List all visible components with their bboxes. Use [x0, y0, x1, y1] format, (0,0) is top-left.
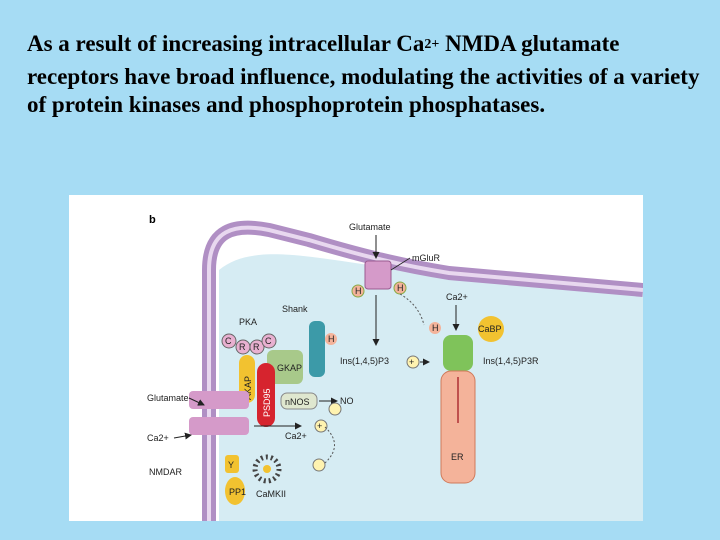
- panel-letter: b: [149, 214, 156, 226]
- slide-body-text: As a result of increasing intracellular …: [27, 30, 707, 120]
- homer-label-1: H: [355, 286, 362, 296]
- signaling-diagram: b Glutamate mGluR H H Shank H PKA C R R …: [69, 195, 643, 521]
- ip3-left-label: Ins(1,4,5)P3: [340, 356, 389, 366]
- ip3-right-label: Ins(1,4,5)P3R: [483, 356, 539, 366]
- plus-sign-2: +: [317, 421, 322, 431]
- pka-c1: C: [225, 336, 232, 346]
- homer-label-2: H: [397, 283, 404, 293]
- slide-text-part1: As a result of increasing intracellular …: [27, 31, 424, 56]
- cytoplasm-region: [219, 254, 643, 521]
- plus-sign-1: +: [409, 357, 414, 367]
- glutamate-top-label: Glutamate: [349, 222, 391, 232]
- shank-label: Shank: [282, 304, 308, 314]
- nmdar-receptor: [189, 391, 249, 409]
- no-label: NO: [340, 396, 354, 406]
- pka-label: PKA: [239, 317, 257, 327]
- mglur-receptor: [365, 261, 391, 289]
- camkii-label: CaMKII: [256, 489, 286, 499]
- ca2-right-label: Ca2+: [446, 292, 468, 302]
- pka-c2: C: [265, 336, 272, 346]
- glutamate-left-label: Glutamate: [147, 393, 189, 403]
- psd95-label: PSD95: [262, 388, 272, 417]
- mglur-label: mGluR: [412, 253, 441, 263]
- nnos-label: nNOS: [285, 397, 310, 407]
- shank-protein: [309, 321, 325, 377]
- pka-r2: R: [253, 342, 260, 352]
- y-label: Y: [228, 460, 234, 470]
- er-label: ER: [451, 452, 464, 462]
- nmdar-label: NMDAR: [149, 467, 182, 477]
- pp1-label: PP1: [229, 487, 246, 497]
- gkap-label: GKAP: [277, 363, 302, 373]
- cabp-label: CaBP: [478, 324, 502, 334]
- pka-r1: R: [239, 342, 246, 352]
- homer-label-3: H: [328, 334, 335, 344]
- ca2-mid-label: Ca2+: [285, 431, 307, 441]
- ip3-receptor: [443, 335, 473, 371]
- signaling-figure: b Glutamate mGluR H H Shank H PKA C R R …: [69, 195, 643, 521]
- homer-label-4: H: [432, 323, 439, 333]
- slide-text-superscript: 2+: [424, 37, 439, 52]
- ca2-left-label: Ca2+: [147, 433, 169, 443]
